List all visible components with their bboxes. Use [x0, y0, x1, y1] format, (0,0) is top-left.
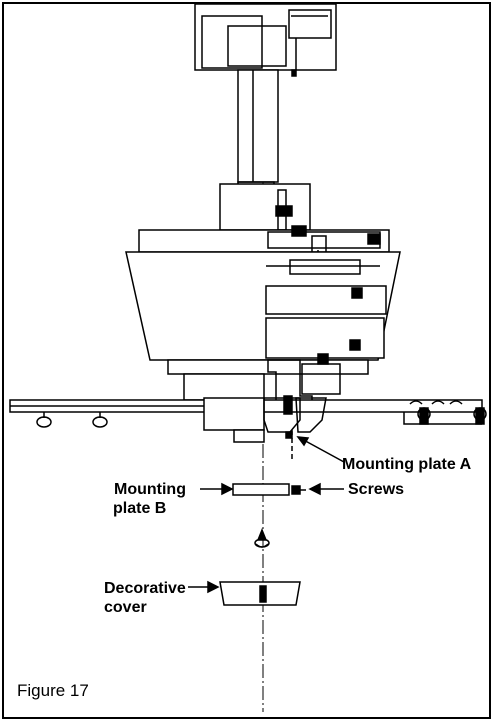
downrod [237, 69, 279, 189]
label-screws: Screws [348, 481, 405, 498]
label-decorative-cover-line1: Decorative [104, 580, 186, 597]
mounting-plate-b [232, 483, 306, 496]
label-mounting-plate-b-line1: Mounting [114, 481, 186, 498]
label-mounting-plate-a: Mounting plate A [342, 456, 472, 473]
pointer-mounting-plate-a [299, 437, 345, 463]
figure-caption: Figure 17 [17, 681, 89, 700]
motor-housing [125, 183, 401, 405]
label-decorative-cover-line2: cover [104, 599, 147, 616]
switch-housing [203, 395, 327, 460]
label-mounting-plate-b-line2: plate B [113, 500, 167, 517]
finial [254, 527, 270, 548]
canopy [194, 3, 337, 77]
decorative-cover [219, 581, 301, 606]
